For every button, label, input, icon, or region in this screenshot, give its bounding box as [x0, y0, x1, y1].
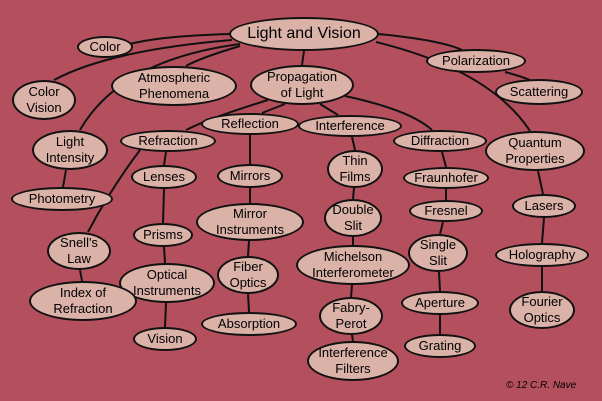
node-holography[interactable]: Holography: [495, 243, 589, 267]
edge-interference-thin-films: [351, 136, 356, 151]
node-fabry-perot[interactable]: Fabry- Perot: [319, 297, 383, 335]
node-propagation-of-light[interactable]: Propagation of Light: [250, 65, 354, 105]
node-polarization[interactable]: Polarization: [426, 49, 526, 73]
node-fresnel[interactable]: Fresnel: [409, 200, 483, 222]
node-double-slit[interactable]: Double Slit: [324, 199, 382, 237]
edge-fiber-absorption: [247, 293, 250, 313]
node-fraunhofer[interactable]: Fraunhofer: [403, 167, 489, 189]
edge-michelson-fabry: [350, 284, 353, 298]
node-fourier-optics[interactable]: Fourier Optics: [509, 291, 575, 329]
edge-refraction-snells-law: [87, 149, 141, 233]
node-grating[interactable]: Grating: [404, 334, 476, 358]
node-absorption[interactable]: Absorption: [201, 312, 297, 336]
edge-propagation-interference: [319, 103, 339, 116]
node-mirror-instruments[interactable]: Mirror Instruments: [196, 203, 304, 241]
edge-prisms-optical: [163, 246, 166, 264]
copyright-icon: ©: [506, 380, 514, 391]
edge-optical-vision: [164, 302, 167, 328]
node-michelson-interferometer[interactable]: Michelson Interferometer: [296, 245, 410, 285]
node-lasers[interactable]: Lasers: [512, 194, 576, 218]
node-lenses[interactable]: Lenses: [131, 165, 197, 189]
node-prisms[interactable]: Prisms: [133, 223, 193, 247]
edge-light-propagation: [301, 50, 305, 66]
edge-single-slit-aperture: [438, 271, 441, 292]
node-interference-filters[interactable]: Interference Filters: [307, 341, 399, 381]
node-color-vision[interactable]: Color Vision: [12, 80, 76, 120]
node-single-slit[interactable]: Single Slit: [408, 234, 468, 272]
node-mirrors[interactable]: Mirrors: [217, 164, 283, 188]
node-aperture[interactable]: Aperture: [401, 291, 479, 315]
node-reflection[interactable]: Reflection: [201, 113, 299, 135]
edge-lasers-holography: [541, 217, 545, 244]
edge-mirror-instruments-fiber: [247, 240, 250, 257]
edge-quantum-lasers: [537, 170, 544, 195]
node-interference[interactable]: Interference: [298, 115, 402, 137]
node-color[interactable]: Color: [77, 36, 133, 58]
copyright-notice: © 12 C.R. Nave: [506, 380, 576, 391]
node-vision[interactable]: Vision: [133, 327, 197, 351]
edge-light-atmospheric: [185, 45, 241, 67]
copyright-text: 12 C.R. Nave: [516, 380, 577, 391]
edge-propagation-reflection: [261, 103, 286, 114]
edge-light-color-vision: [53, 39, 233, 81]
edge-light-quantum: [375, 41, 531, 132]
edge-lenses-prisms: [162, 188, 165, 224]
edge-light-polarization: [377, 33, 463, 51]
edge-thin-films-double-slit: [352, 187, 355, 200]
node-index-of-refraction[interactable]: Index of Refraction: [29, 281, 137, 321]
edge-diffraction-fraunhofer: [441, 151, 447, 168]
node-refraction[interactable]: Refraction: [120, 130, 216, 152]
node-scattering[interactable]: Scattering: [495, 79, 583, 105]
node-snells-law[interactable]: Snell's Law: [47, 232, 111, 270]
node-light-intensity[interactable]: Light Intensity: [32, 130, 108, 170]
node-thin-films[interactable]: Thin Films: [327, 150, 383, 188]
node-diffraction[interactable]: Diffraction: [393, 130, 487, 152]
node-fiber-optics[interactable]: Fiber Optics: [217, 256, 279, 294]
node-light-and-vision[interactable]: Light and Vision: [229, 17, 379, 51]
edge-light-intensity-photometry: [62, 169, 67, 188]
node-atmospheric-phenomena[interactable]: Atmospheric Phenomena: [111, 66, 237, 106]
node-photometry[interactable]: Photometry: [11, 187, 113, 211]
edge-snells-index: [79, 269, 83, 282]
node-quantum-properties[interactable]: Quantum Properties: [485, 131, 585, 171]
edge-fabry-filters: [351, 334, 354, 342]
edge-propagation-diffraction: [344, 95, 433, 131]
edge-refraction-lenses: [163, 151, 167, 166]
edge-light-color: [129, 33, 231, 45]
edge-fresnel-single-slit: [439, 221, 444, 235]
